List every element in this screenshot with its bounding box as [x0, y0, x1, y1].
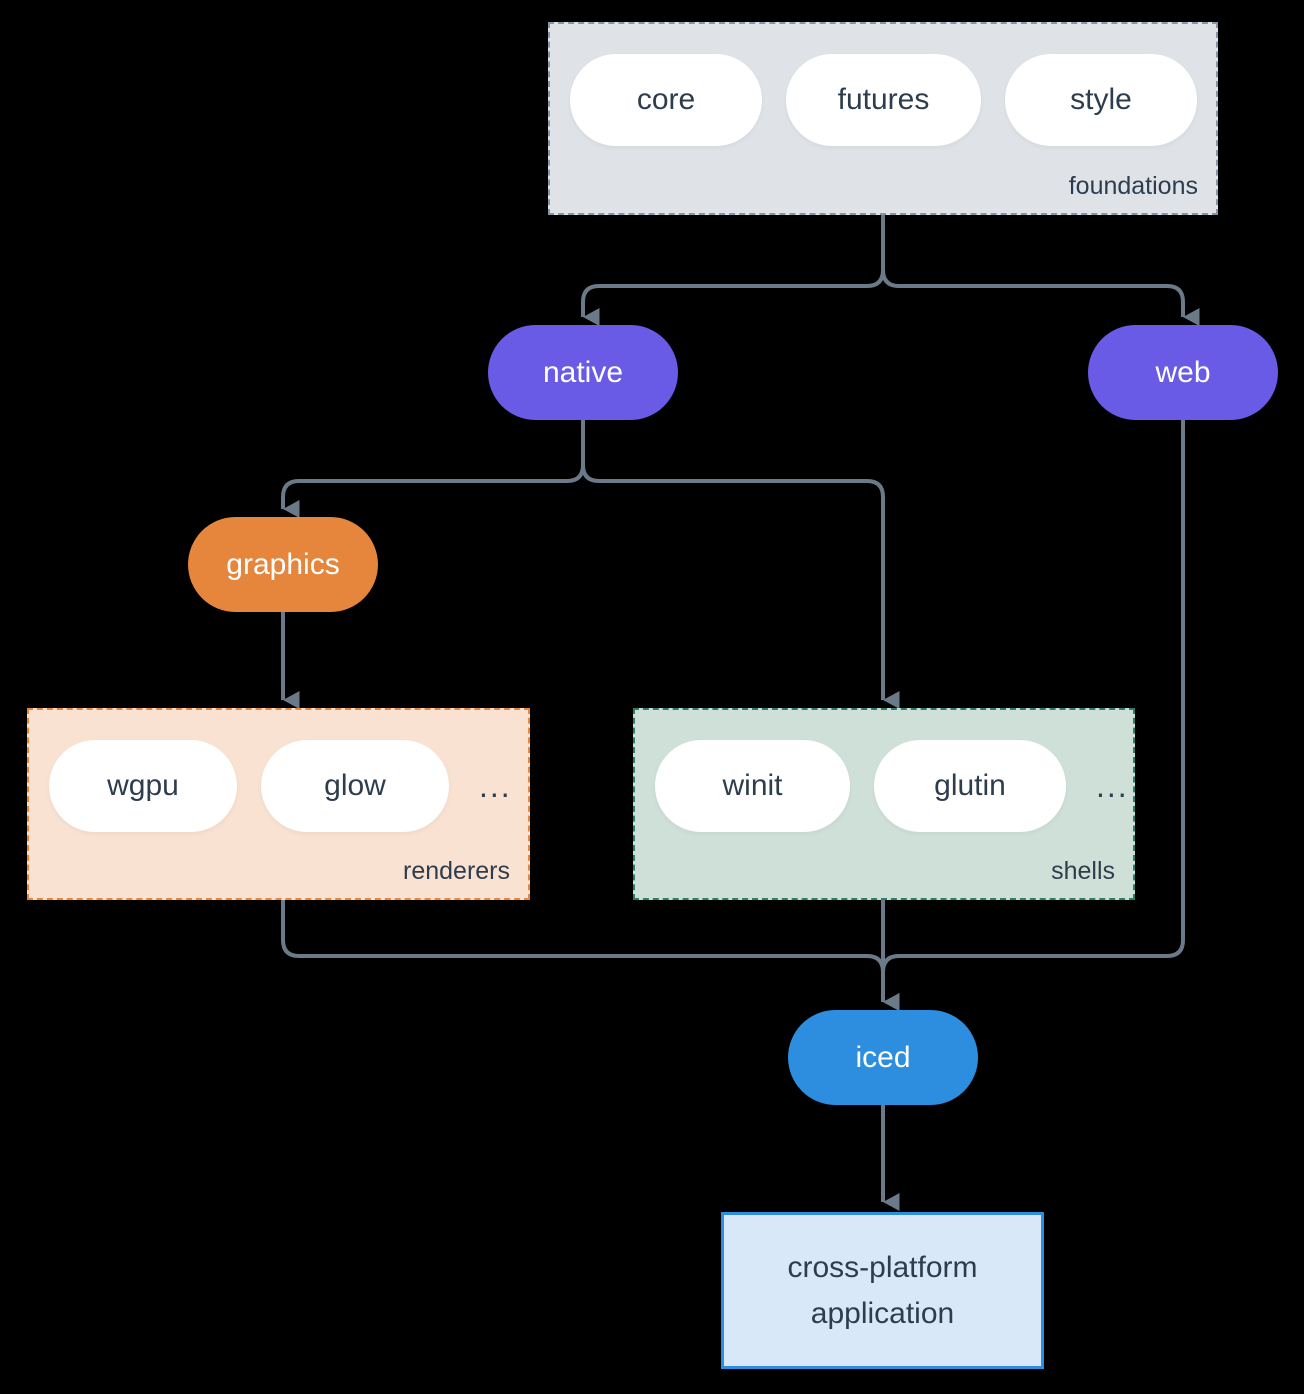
node-core: core [570, 54, 762, 146]
node-glutin: glutin [874, 740, 1066, 832]
node-glow: glow [261, 740, 449, 832]
node-wgpu-label: wgpu [107, 769, 179, 802]
edge-foundations-web [881, 215, 1200, 326]
node-graphics: graphics [188, 517, 378, 612]
node-futures-label: futures [837, 83, 930, 116]
shells-pill-row: winit glutin ... [655, 740, 1129, 832]
node-glutin-label: glutin [934, 769, 1006, 802]
group-foundations: core futures style foundations [548, 22, 1218, 215]
edge-web-iced [881, 420, 1185, 1011]
renderers-pill-row: wgpu glow ... [49, 740, 512, 832]
group-renderers: wgpu glow ... renderers [27, 708, 530, 900]
node-core-label: core [636, 83, 696, 116]
edge-foundations-native [581, 215, 885, 326]
node-app-label: cross-platform application [787, 1250, 978, 1330]
node-cross-platform-application: cross-platform application [721, 1212, 1044, 1369]
node-glow-label: glow [324, 769, 386, 802]
node-native-label: native [542, 355, 624, 389]
foundations-pill-row: core futures style [570, 54, 1197, 146]
node-iced-label: iced [855, 1040, 911, 1074]
node-style: style [1005, 54, 1197, 146]
edge-native-graphics [281, 420, 585, 518]
node-iced: iced [788, 1010, 978, 1105]
renderers-ellipsis: ... [479, 767, 512, 804]
node-wgpu: wgpu [49, 740, 237, 832]
node-winit-label: winit [722, 769, 783, 802]
node-web: web [1088, 325, 1278, 420]
shells-ellipsis: ... [1096, 767, 1129, 804]
node-graphics-label: graphics [226, 547, 340, 581]
node-native: native [488, 325, 678, 420]
edge-renderers-iced [281, 900, 900, 1011]
group-shells: winit glutin ... shells [633, 708, 1135, 900]
node-futures: futures [786, 54, 981, 146]
edge-native-shells [581, 420, 900, 709]
foundations-group-label: foundations [1068, 172, 1198, 200]
node-style-label: style [1070, 83, 1132, 116]
shells-group-label: shells [1051, 857, 1115, 885]
node-winit: winit [655, 740, 850, 832]
node-web-label: web [1155, 355, 1211, 389]
renderers-group-label: renderers [403, 857, 510, 885]
